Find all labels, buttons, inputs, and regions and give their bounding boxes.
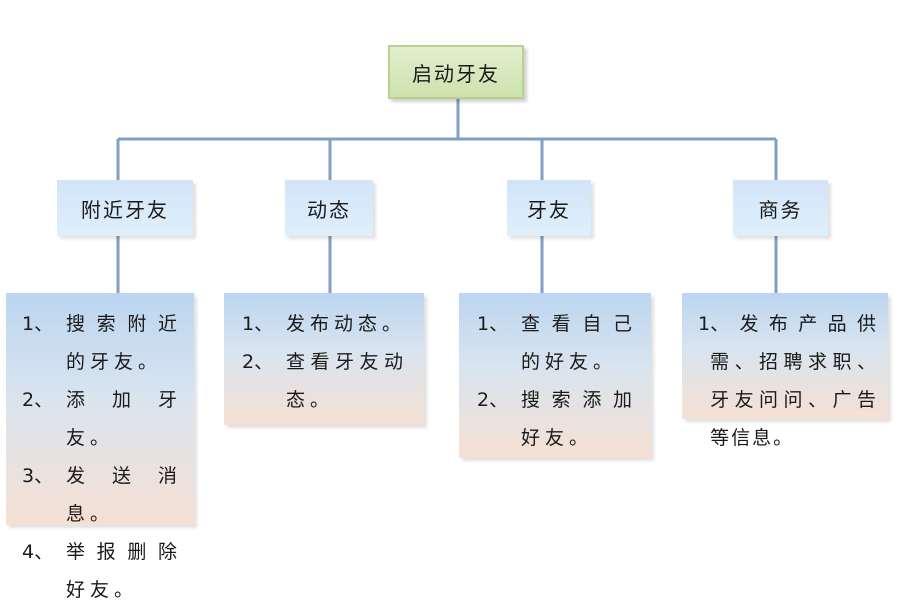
category-label: 商务 xyxy=(758,197,803,222)
item-number: 1、 xyxy=(242,313,274,335)
item-text: 举报删除好友。 xyxy=(66,541,182,601)
category-friends: 牙友 xyxy=(507,180,591,236)
item-number: 2、 xyxy=(477,389,509,411)
item-number: 1 xyxy=(698,313,711,335)
item-text: 添加牙友。 xyxy=(66,389,182,449)
item-number: 4、 xyxy=(22,541,54,563)
detail-box-friends: 1、 查看自己的好友。 2、 搜索添加好友。 xyxy=(459,293,651,458)
list-item: 3、 发送消息。 xyxy=(22,457,182,533)
list-item: 1、 搜索附近的牙友。 xyxy=(22,305,182,381)
item-number: 2、 xyxy=(22,389,54,411)
item-text: 搜索附近的牙友。 xyxy=(66,313,182,373)
org-chart: 启动牙友 附近牙友 动态 牙友 商务 1、 搜索附近的牙友。 2、 添加牙友。 … xyxy=(6,45,888,601)
list-item: 2、 添加牙友。 xyxy=(22,381,182,457)
category-moments: 动态 xyxy=(285,180,373,236)
root-label: 启动牙友 xyxy=(412,61,500,86)
detail-box-moments: 1、 发布动态。 2、 查看牙友动态。 xyxy=(224,293,424,425)
list-item: 1、 发布动态。 xyxy=(242,305,408,343)
root-node: 启动牙友 xyxy=(388,45,524,99)
connector-lines xyxy=(116,99,778,293)
detail-box-nearby: 1、 搜索附近的牙友。 2、 添加牙友。 3、 发送消息。 4、 举报删除好友。 xyxy=(6,293,194,601)
item-text: 搜索添加好友。 xyxy=(521,389,637,449)
category-label: 动态 xyxy=(307,197,351,222)
item-number: 1、 xyxy=(22,313,54,335)
list-item: 2、 搜索添加好友。 xyxy=(477,381,637,457)
list-item: 4、 举报删除好友。 xyxy=(22,533,182,609)
list-item: 1 、发布产品供需、招聘求职、牙友问问、广告等信息。 xyxy=(698,305,878,457)
item-text: 查看自己的好友。 xyxy=(521,313,637,373)
item-number: 3、 xyxy=(22,465,54,487)
item-number: 2、 xyxy=(242,351,274,373)
item-text: 、发布产品供需、招聘求职、牙友问问、广告等信息。 xyxy=(710,313,878,449)
category-label: 附近牙友 xyxy=(81,197,169,222)
item-text: 发送消息。 xyxy=(66,465,182,525)
list-item: 1、 查看自己的好友。 xyxy=(477,305,637,381)
category-label: 牙友 xyxy=(527,197,571,222)
item-number: 1、 xyxy=(477,313,509,335)
list-item: 2、 查看牙友动态。 xyxy=(242,343,408,419)
category-business: 商务 xyxy=(733,180,828,236)
detail-box-business: 1 、发布产品供需、招聘求职、牙友问问、广告等信息。 xyxy=(682,293,888,449)
item-text: 查看牙友动态。 xyxy=(286,351,408,411)
category-nearby: 附近牙友 xyxy=(57,180,193,236)
item-text: 发布动态。 xyxy=(286,313,407,335)
